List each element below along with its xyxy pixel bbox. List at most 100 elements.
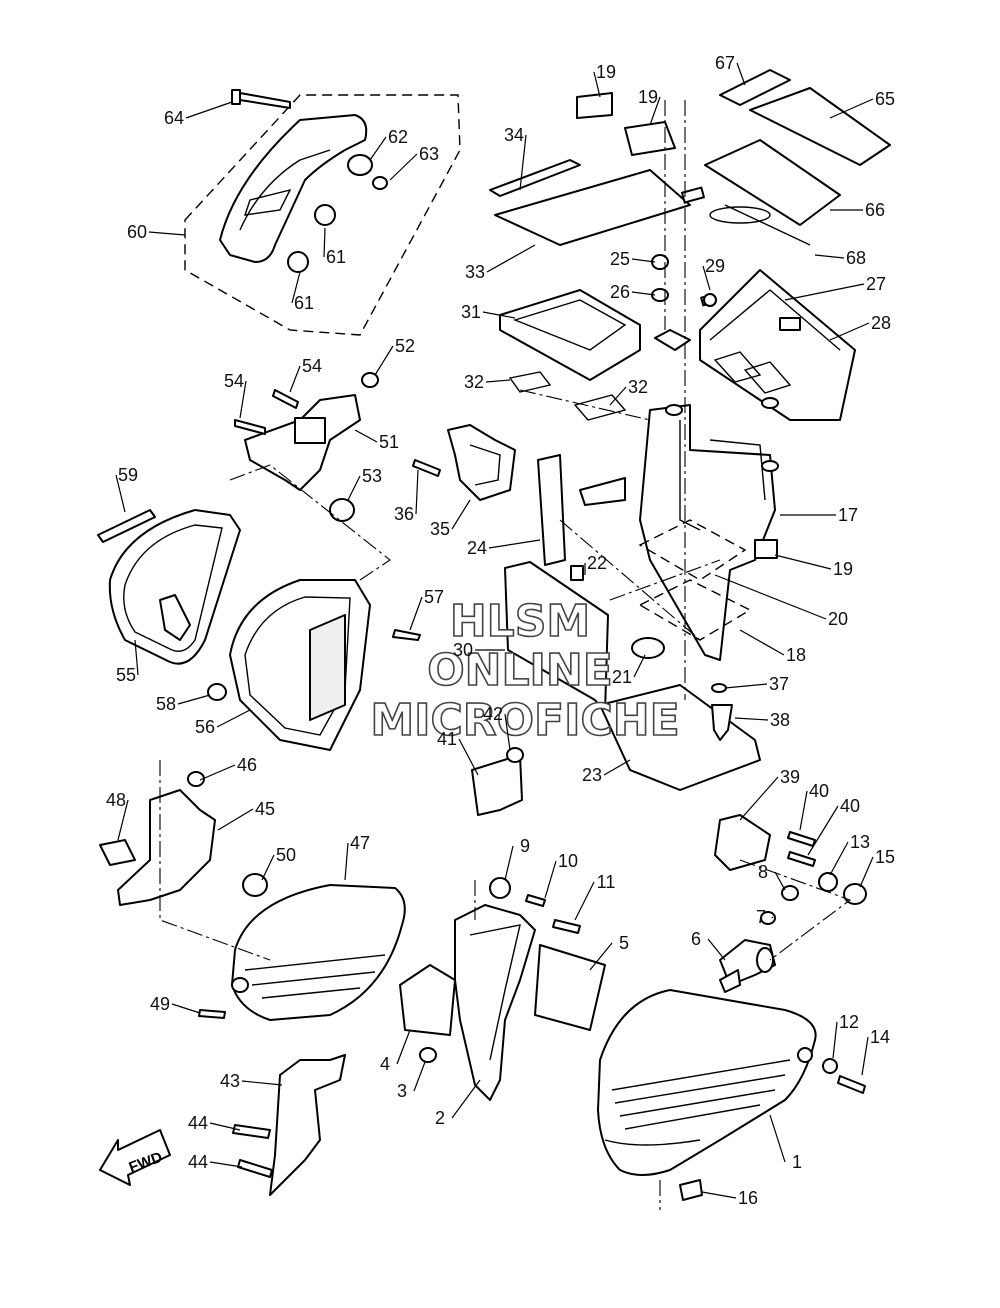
callout-leader-20 — [714, 574, 827, 620]
callout-leader-38 — [734, 717, 769, 721]
callout-leader-47 — [344, 842, 349, 881]
bracket-43-44 — [232, 1054, 346, 1196]
callout-leader-26 — [631, 291, 656, 296]
callout-17: 17 — [838, 505, 858, 525]
watermark-line-1: HLSM — [450, 596, 590, 647]
callout-leader-28 — [829, 322, 870, 341]
callout-leader-67 — [736, 62, 746, 86]
callout-51: 51 — [379, 432, 399, 452]
callout-leader-31 — [482, 311, 516, 319]
callout-leader-44 — [209, 1122, 241, 1131]
callout-55: 55 — [116, 665, 136, 685]
callout-40: 40 — [809, 781, 829, 801]
callout-leader-39 — [739, 776, 779, 821]
callout-15: 15 — [875, 847, 895, 867]
callout-34: 34 — [504, 125, 524, 145]
callout-63: 63 — [419, 144, 439, 164]
callout-leader-12 — [832, 1021, 838, 1059]
callout-7: 7 — [756, 907, 766, 927]
side-cover-left — [97, 509, 241, 665]
callout-56: 56 — [195, 717, 215, 737]
callout-67: 67 — [715, 53, 735, 73]
callout-42: 42 — [483, 704, 503, 724]
callout-leader-54 — [239, 380, 247, 419]
tool-bag-items — [651, 69, 891, 351]
callout-leader-2 — [451, 1079, 481, 1119]
callout-leader-34 — [519, 134, 527, 191]
lock-6-8 — [719, 885, 799, 993]
callout-2: 2 — [435, 1108, 445, 1128]
callout-leader-57 — [409, 596, 423, 631]
callout-leader-63 — [389, 153, 418, 181]
callout-58: 58 — [156, 694, 176, 714]
callout-leader-53 — [347, 475, 361, 501]
tool-tray-assembly — [489, 92, 705, 421]
callout-31: 31 — [461, 302, 481, 322]
callout-leader-36 — [415, 469, 419, 515]
fwd-arrow: FWD — [99, 1129, 171, 1186]
callout-8: 8 — [758, 862, 768, 882]
callout-leader-24 — [488, 539, 541, 549]
frame-cover-2 — [399, 877, 606, 1101]
callout-leader-8 — [774, 871, 786, 891]
callout-64: 64 — [164, 108, 184, 128]
callout-10: 10 — [558, 851, 578, 871]
callout-54: 54 — [302, 356, 322, 376]
side-cover-47 — [198, 884, 406, 1021]
callout-65: 65 — [875, 89, 895, 109]
callout-3: 3 — [397, 1081, 407, 1101]
callout-leader-11 — [574, 881, 595, 921]
callout-60: 60 — [127, 222, 147, 242]
callout-leader-9 — [504, 845, 514, 881]
callout-21: 21 — [612, 667, 632, 687]
callout-leader-60 — [148, 231, 186, 236]
callout-23: 23 — [582, 765, 602, 785]
callout-44: 44 — [188, 1152, 208, 1172]
callout-leader-52 — [374, 345, 394, 376]
callout-leader-7 — [771, 916, 774, 919]
leader-lines — [159, 100, 852, 1210]
side-cover-right — [207, 579, 421, 751]
callout-leader-33 — [486, 244, 536, 273]
callout-26: 26 — [610, 282, 630, 302]
callout-leader-62 — [369, 136, 387, 161]
rear-tool-box — [699, 269, 856, 421]
callout-22: 22 — [587, 553, 607, 573]
callout-leader-6 — [707, 938, 726, 961]
callout-32: 32 — [628, 377, 648, 397]
callout-leader-56 — [216, 709, 251, 728]
callout-61: 61 — [294, 293, 314, 313]
callout-labels: 1234576891011121314151617181919192021222… — [106, 53, 895, 1208]
callout-53: 53 — [362, 466, 382, 486]
callout-leader-55 — [134, 639, 139, 676]
callout-25: 25 — [610, 249, 630, 269]
callout-leader-49 — [171, 1003, 201, 1014]
callout-leader-13 — [829, 841, 849, 876]
bracket-45 — [99, 771, 268, 906]
callout-40: 40 — [840, 796, 860, 816]
bolt-64 — [231, 89, 291, 109]
callout-59: 59 — [118, 465, 138, 485]
callout-45: 45 — [255, 799, 275, 819]
tray-23 — [599, 684, 761, 791]
callout-leader-65 — [829, 98, 874, 119]
watermark: HLSM ONLINE MICROFICHE — [370, 595, 681, 747]
callout-leader-45 — [217, 808, 254, 831]
callout-54: 54 — [224, 371, 244, 391]
callout-14: 14 — [870, 1027, 890, 1047]
callout-39: 39 — [780, 767, 800, 787]
callout-leader-35 — [451, 499, 471, 530]
callout-16: 16 — [738, 1188, 758, 1208]
callout-57: 57 — [424, 587, 444, 607]
callout-19: 19 — [596, 62, 616, 82]
callout-leader-5 — [589, 942, 613, 971]
callout-52: 52 — [395, 336, 415, 356]
battery-strap-24 — [537, 454, 566, 566]
callout-leader-59 — [115, 474, 126, 513]
callout-12: 12 — [839, 1012, 859, 1032]
callout-leader-18 — [739, 629, 785, 656]
callout-leader-42 — [504, 713, 511, 751]
callout-leader-19 — [649, 96, 661, 126]
callout-33: 33 — [465, 262, 485, 282]
callout-leader-41 — [458, 738, 479, 776]
